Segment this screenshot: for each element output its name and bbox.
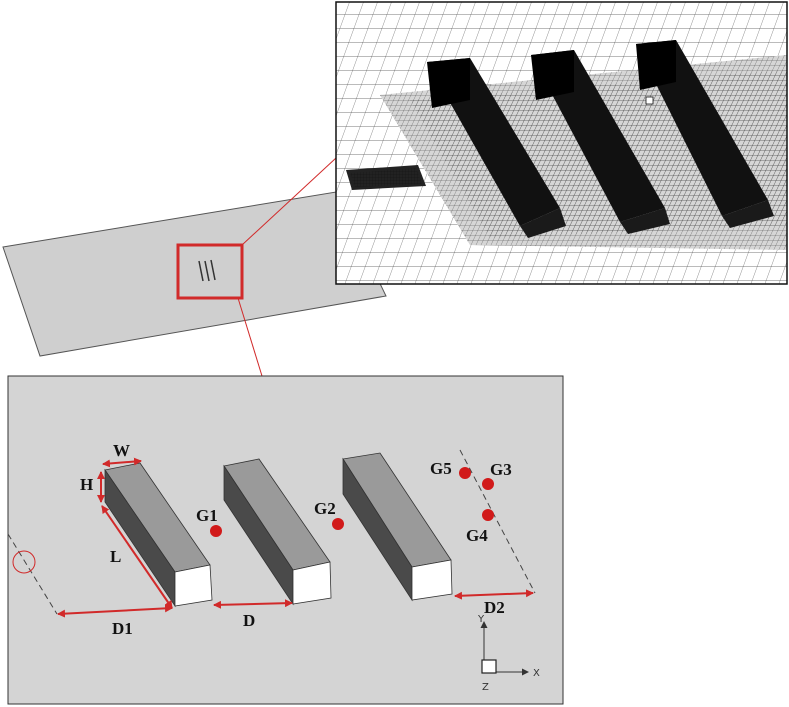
plate-surface	[2, 191, 387, 357]
dim-label-d2: D2	[484, 598, 505, 617]
overview-plate	[2, 157, 387, 377]
dim-label-d: D	[243, 611, 255, 630]
gauge-point-g5	[459, 467, 471, 479]
triad-origin-cube	[481, 659, 497, 674]
dim-label-l: L	[110, 547, 121, 566]
axis-label-x: X	[533, 668, 540, 679]
dim-arrow-w	[102, 457, 142, 468]
axis-label-z: Z	[482, 682, 489, 693]
mesh-inset	[335, 1, 788, 285]
zoom-highlight-box	[176, 243, 244, 300]
inflow-marker-circle	[12, 550, 36, 574]
zoom-line-lower	[237, 297, 263, 377]
dim-label-d1: D1	[112, 619, 133, 638]
axis-label-y: Y	[477, 614, 485, 625]
reference-line-right	[459, 449, 536, 594]
gauge-point-g2	[332, 518, 344, 530]
dim-arrow-d	[213, 599, 293, 609]
dim-arrow-d2	[454, 589, 534, 600]
zoom-line-upper	[241, 157, 337, 246]
gauge-label-g4: G4	[466, 526, 488, 545]
detail-panel: W H L D1 D D2 G1 G2 G3 G4 G5 Y X Z	[7, 375, 564, 705]
gauge-point-g3	[482, 478, 494, 490]
gauge-point-g4	[482, 509, 494, 521]
coordinate-triad: Y X Z	[477, 614, 540, 693]
gauge-point-g1	[210, 525, 222, 537]
dim-label-w: W	[113, 441, 130, 460]
gauge-label-g3: G3	[490, 460, 512, 479]
dim-arrow-l	[101, 505, 173, 609]
mesh-ridges	[427, 40, 774, 238]
ridge-block-3	[342, 452, 453, 602]
dim-label-h: H	[80, 475, 93, 494]
gauge-label-g5: G5	[430, 459, 452, 478]
reference-line-left	[7, 533, 58, 615]
dim-arrow-d1	[57, 604, 173, 618]
ridge-block-2	[223, 458, 332, 606]
overview-ridges	[198, 259, 216, 282]
gauge-label-g2: G2	[314, 499, 336, 518]
mesh-probe-marker	[645, 96, 654, 105]
gauge-label-g1: G1	[196, 506, 218, 525]
